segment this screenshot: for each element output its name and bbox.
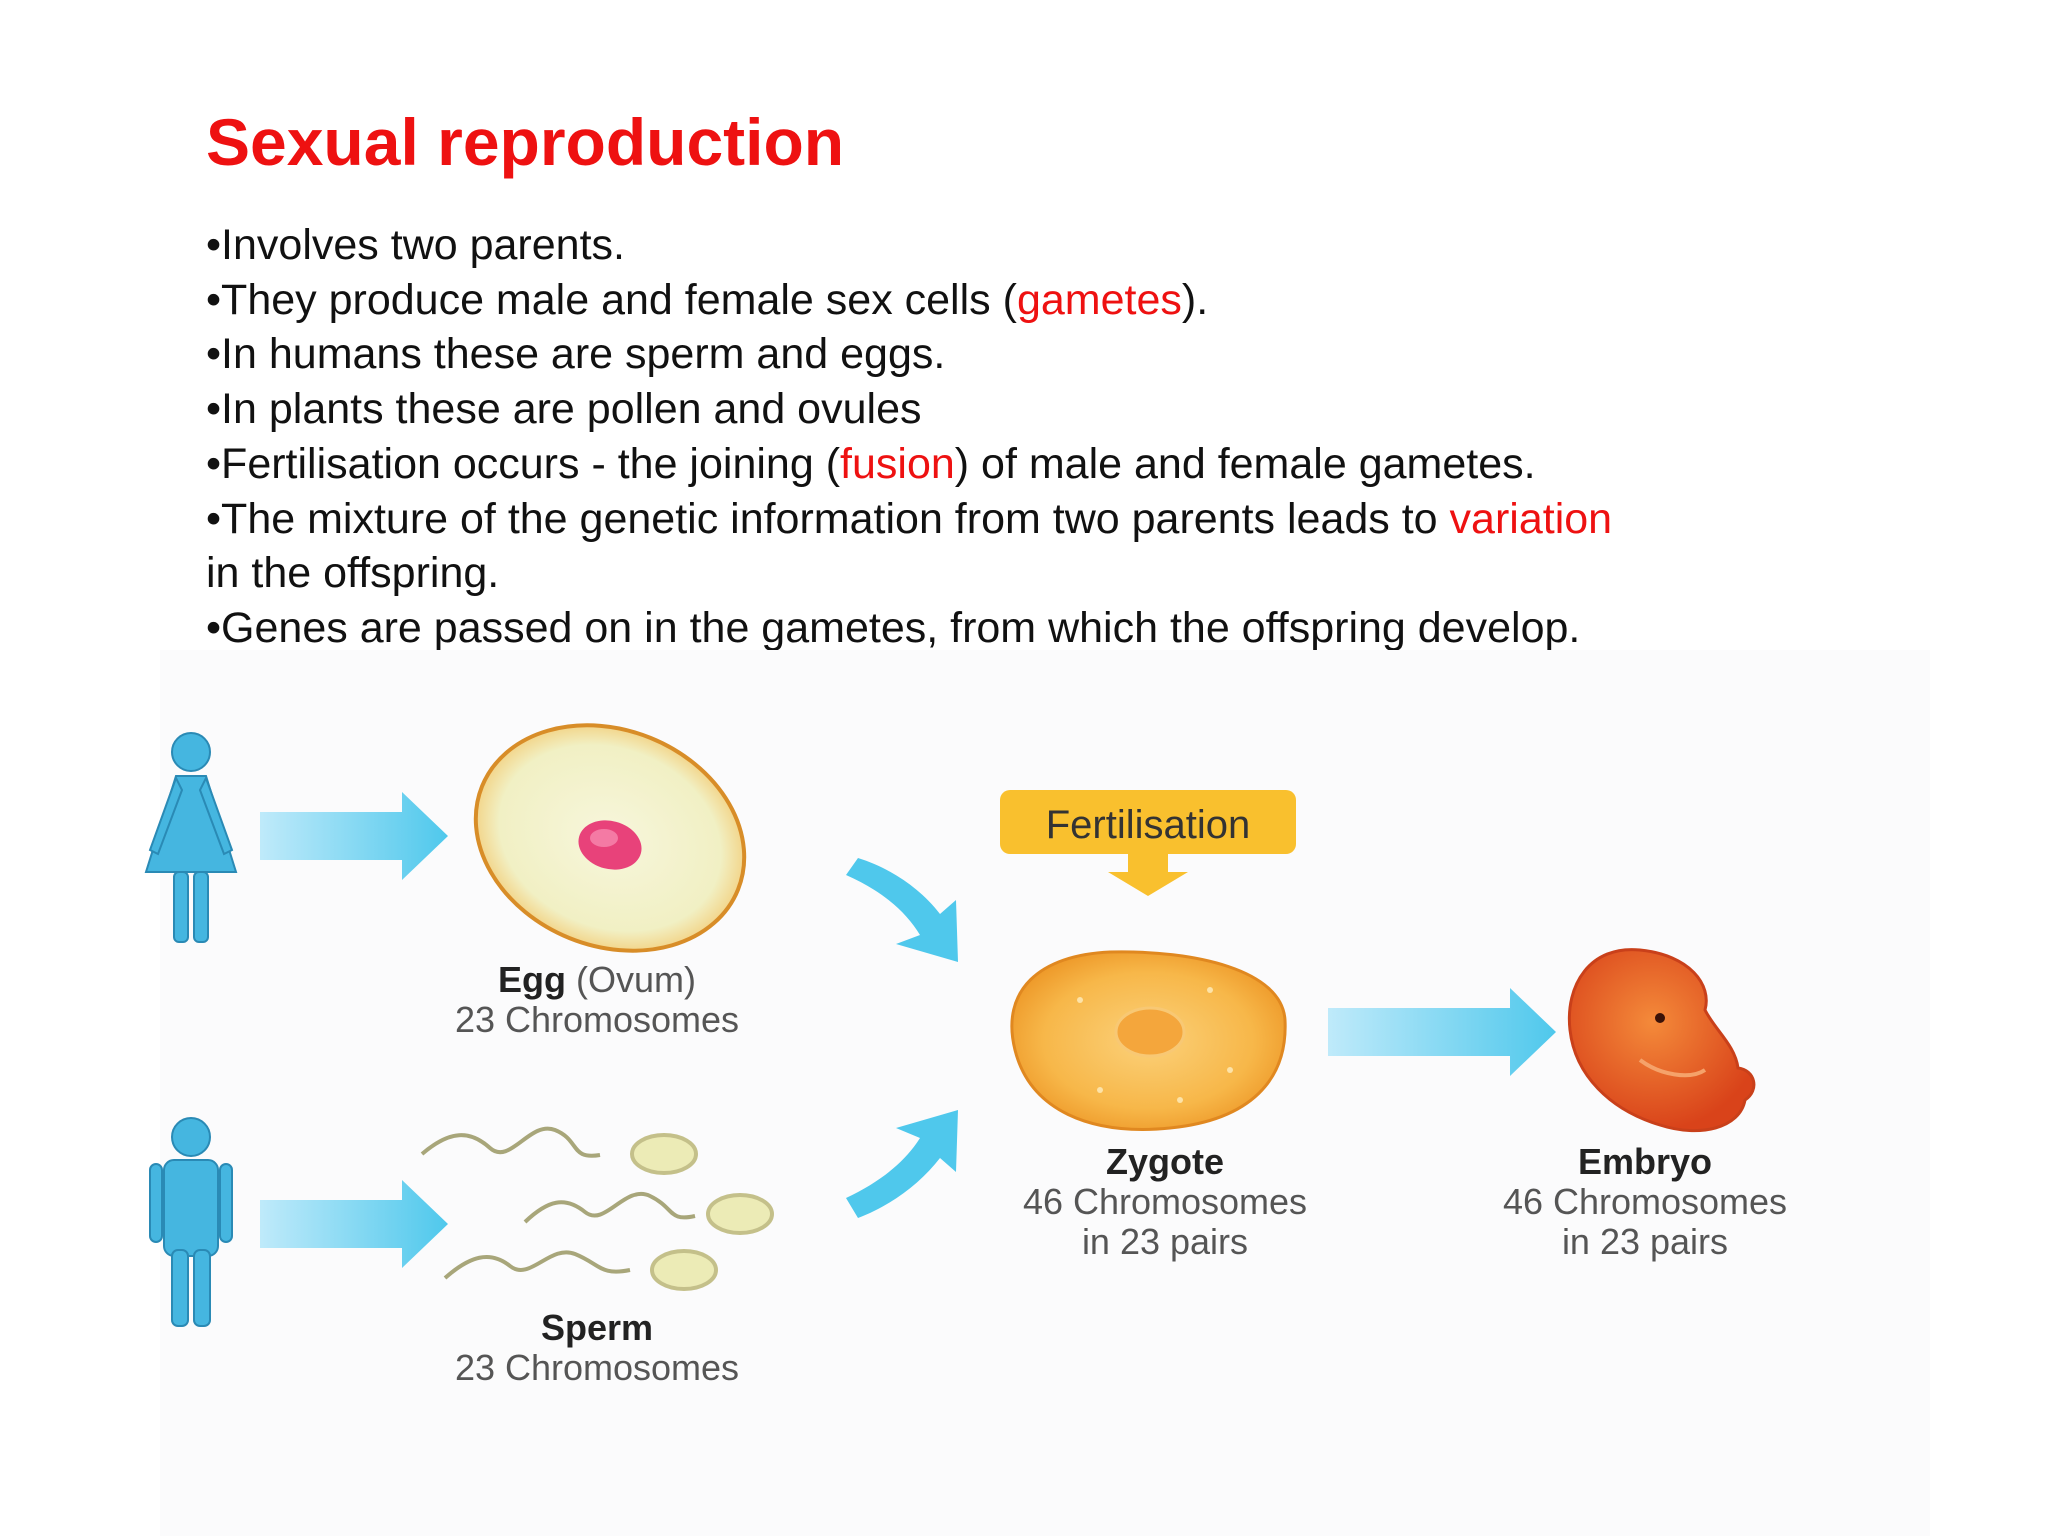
bullet-humans: •In humans these are sperm and eggs. <box>206 330 946 379</box>
bullet-genes: •Genes are passed on in the gametes, fro… <box>206 603 1581 652</box>
bullet-sex-cells: •They produce male and female sex cells … <box>206 275 1209 324</box>
slide-title: Sexual reproduction <box>206 105 845 179</box>
fertilisation-label: Fertilisation <box>1045 803 1251 847</box>
arrow-to-embryo <box>1328 988 1556 1076</box>
bullet-involves-two-parents: •Involves two parents. <box>206 221 625 269</box>
embryo-label: Embryo 46 Chromosomes in 23 pairs <box>1502 1141 1788 1262</box>
arrow-egg-to-zygote <box>846 858 958 962</box>
zygote-label: Zygote 46 Chromosomes in 23 pairs <box>1022 1141 1308 1262</box>
bullet-genetic-mixture: •The mixture of the genetic information … <box>206 494 1613 543</box>
arrow-sperm-to-zygote <box>846 1110 958 1218</box>
bullet-list: •Involves two parents. •They produce mal… <box>206 218 1966 656</box>
arrow-to-sperm <box>260 1180 448 1268</box>
term-fusion: fusion <box>840 439 955 488</box>
bullet-plants: •In plants these are pollen and ovules <box>206 385 922 434</box>
embryo-shape <box>1567 948 1756 1133</box>
sperm-label: Sperm 23 Chromosomes <box>454 1307 740 1388</box>
bullet-fertilisation: •Fertilisation occurs - the joining (fus… <box>206 439 1536 488</box>
term-variation: variation <box>1449 494 1613 543</box>
fertilisation-callout <box>1000 790 1296 896</box>
sperm-cells <box>420 1126 774 1291</box>
female-figure-icon <box>144 732 238 943</box>
egg-label: Egg (Ovum) 23 Chromosomes <box>454 959 740 1040</box>
term-gametes: gametes <box>1016 275 1182 324</box>
egg-cell <box>473 723 747 953</box>
zygote-cell <box>1010 950 1287 1131</box>
male-figure-icon <box>149 1117 233 1327</box>
bullet-offspring-continuation: in the offspring. <box>206 549 500 598</box>
arrow-to-egg <box>260 792 448 880</box>
